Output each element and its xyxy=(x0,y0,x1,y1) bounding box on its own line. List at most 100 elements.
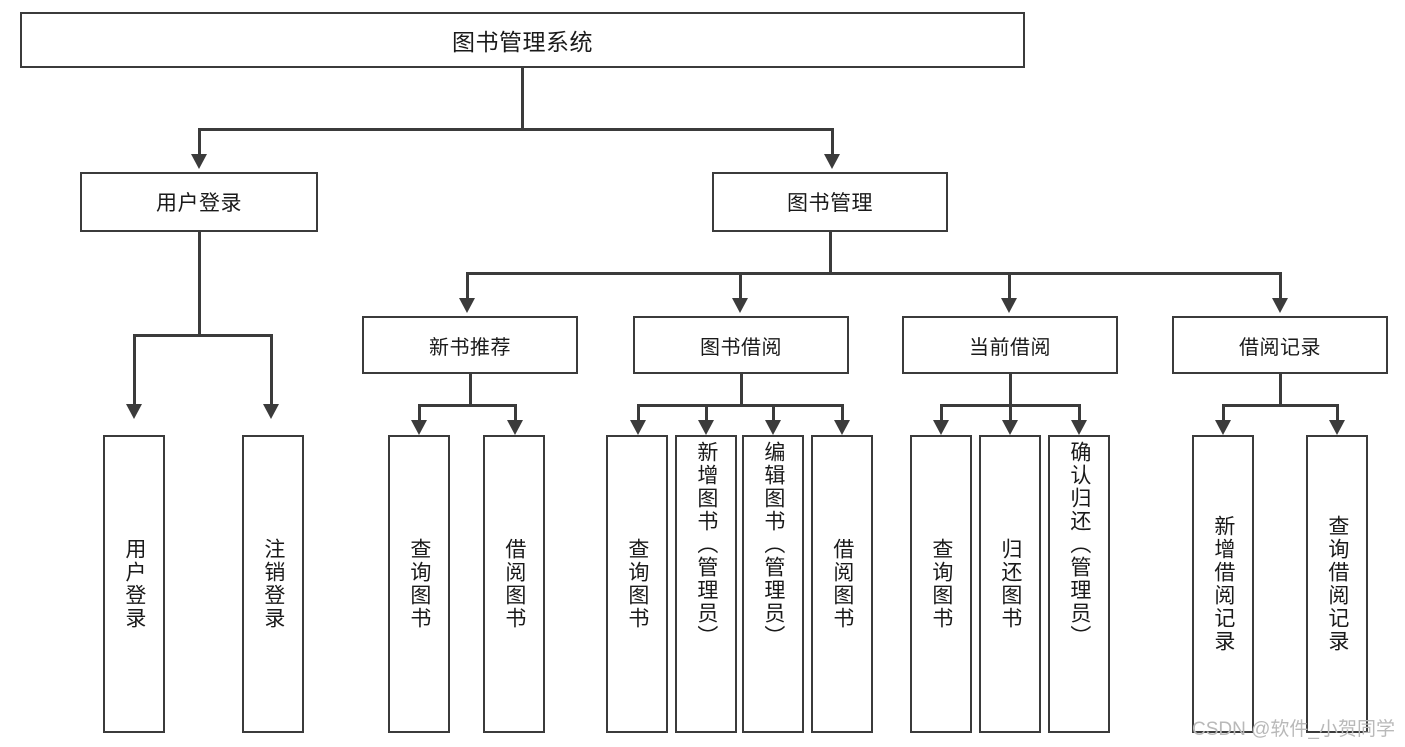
connector-root-to-login xyxy=(198,128,201,156)
connector-bookborrow-to-l1 xyxy=(637,404,640,422)
connector-login-bus xyxy=(133,334,270,337)
connector-bookborrow-bus xyxy=(637,404,843,407)
connector-newbook-to-l2 xyxy=(514,404,517,422)
node-book-management-label: 图书管理 xyxy=(787,192,873,215)
arrowhead-bookmgmt-to-c1 xyxy=(459,298,475,313)
leaf-currentborrow-confirm-return-label: 确认归还（管理员） xyxy=(1067,441,1091,648)
node-new-book-recommend[interactable]: 新书推荐 xyxy=(362,316,578,374)
arrowhead-currentborrow-to-l1 xyxy=(933,420,949,435)
node-book-management[interactable]: 图书管理 xyxy=(712,172,948,232)
leaf-newbook-query-book-label: 查询图书 xyxy=(407,538,431,630)
node-borrow-record[interactable]: 借阅记录 xyxy=(1172,316,1388,374)
leaf-currentborrow-query-book-inner: 查询图书 xyxy=(912,437,970,731)
arrowhead-bookborrow-to-l2 xyxy=(698,420,714,435)
leaf-currentborrow-return-book-inner: 归还图书 xyxy=(981,437,1039,731)
csdn-watermark: CSDN @软件_小贺同学 xyxy=(1192,714,1395,741)
connector-borrowrecord-to-l2 xyxy=(1336,404,1339,422)
csdn-watermark-text: CSDN @软件_小贺同学 xyxy=(1192,719,1395,740)
connector-bookmgmt-to-c2 xyxy=(739,272,742,300)
connector-currentborrow-to-l3 xyxy=(1078,404,1081,422)
arrowhead-bookborrow-to-l4 xyxy=(834,420,850,435)
arrowhead-bookmgmt-to-c3 xyxy=(1001,298,1017,313)
leaf-user-login-inner: 用户登录 xyxy=(105,437,163,731)
leaf-newbook-query-book-inner: 查询图书 xyxy=(390,437,448,731)
arrowhead-bookborrow-to-l1 xyxy=(630,420,646,435)
leaf-logout-inner: 注销登录 xyxy=(244,437,302,731)
connector-bookmgmt-to-c1 xyxy=(466,272,469,300)
node-book-borrow[interactable]: 图书借阅 xyxy=(633,316,849,374)
node-new-book-recommend-label: 新书推荐 xyxy=(429,336,511,359)
leaf-newbook-borrow-book[interactable]: 借阅图书 xyxy=(483,435,545,733)
leaf-bookborrow-add-book[interactable]: 新增图书（管理员） xyxy=(675,435,737,733)
node-current-borrow[interactable]: 当前借阅 xyxy=(902,316,1118,374)
leaf-bookborrow-edit-book-inner: 编辑图书（管理员） xyxy=(744,437,802,735)
arrowhead-bookmgmt-to-c2 xyxy=(732,298,748,313)
leaf-currentborrow-return-book[interactable]: 归还图书 xyxy=(979,435,1041,733)
arrowhead-borrowrecord-to-l2 xyxy=(1329,420,1345,435)
arrowhead-login-to-leaf2 xyxy=(263,404,279,419)
arrowhead-currentborrow-to-l3 xyxy=(1071,420,1087,435)
leaf-borrowrecord-add-record[interactable]: 新增借阅记录 xyxy=(1192,435,1254,733)
connector-currentborrow-to-l2 xyxy=(1009,404,1012,422)
arrowhead-newbook-to-l1 xyxy=(411,420,427,435)
leaf-bookborrow-add-book-label: 新增图书（管理员） xyxy=(694,441,718,648)
leaf-borrowrecord-add-record-label: 新增借阅记录 xyxy=(1211,515,1235,653)
leaf-bookborrow-add-book-inner: 新增图书（管理员） xyxy=(677,437,735,735)
arrowhead-root-to-bookmgmt xyxy=(824,154,840,169)
arrowhead-login-to-leaf1 xyxy=(126,404,142,419)
arrowhead-borrowrecord-to-l1 xyxy=(1215,420,1231,435)
leaf-bookborrow-query-book[interactable]: 查询图书 xyxy=(606,435,668,733)
arrowhead-currentborrow-to-l2 xyxy=(1002,420,1018,435)
connector-bookmgmt-to-c3 xyxy=(1008,272,1011,300)
arrowhead-root-to-login xyxy=(191,154,207,169)
arrowhead-bookmgmt-to-c4 xyxy=(1272,298,1288,313)
leaf-bookborrow-query-book-inner: 查询图书 xyxy=(608,437,666,731)
node-root-label: 图书管理系统 xyxy=(452,29,593,55)
leaf-user-login[interactable]: 用户登录 xyxy=(103,435,165,733)
node-borrow-record-label: 借阅记录 xyxy=(1239,336,1321,359)
leaf-newbook-borrow-book-label: 借阅图书 xyxy=(502,538,526,630)
leaf-currentborrow-query-book[interactable]: 查询图书 xyxy=(910,435,972,733)
node-current-borrow-label: 当前借阅 xyxy=(969,336,1051,359)
leaf-bookborrow-edit-book[interactable]: 编辑图书（管理员） xyxy=(742,435,804,733)
connector-currentborrow-stem xyxy=(1009,374,1012,406)
connector-root-to-bookmgmt xyxy=(831,128,834,156)
connector-login-to-leaf2 xyxy=(270,334,273,406)
node-book-borrow-label: 图书借阅 xyxy=(700,336,782,359)
node-root-system[interactable]: 图书管理系统 xyxy=(20,12,1025,68)
leaf-currentborrow-confirm-return[interactable]: 确认归还（管理员） xyxy=(1048,435,1110,733)
connector-login-stem xyxy=(198,232,201,336)
leaf-bookborrow-borrow-book[interactable]: 借阅图书 xyxy=(811,435,873,733)
leaf-bookborrow-query-book-label: 查询图书 xyxy=(625,538,649,630)
connector-bookborrow-stem xyxy=(740,374,743,406)
node-user-login-label: 用户登录 xyxy=(156,192,242,215)
leaf-bookborrow-borrow-book-label: 借阅图书 xyxy=(830,538,854,630)
leaf-borrowrecord-add-record-inner: 新增借阅记录 xyxy=(1194,437,1252,731)
connector-newbook-to-l1 xyxy=(418,404,421,422)
connector-root-stem xyxy=(521,68,524,130)
connector-bookmgmt-to-c4 xyxy=(1279,272,1282,300)
leaf-currentborrow-confirm-return-inner: 确认归还（管理员） xyxy=(1050,437,1108,735)
leaf-logout[interactable]: 注销登录 xyxy=(242,435,304,733)
connector-root-bus xyxy=(198,128,833,131)
connector-login-to-leaf1 xyxy=(133,334,136,406)
connector-newbook-bus xyxy=(418,404,516,407)
connector-newbook-stem xyxy=(469,374,472,406)
connector-bookborrow-to-l3 xyxy=(772,404,775,422)
leaf-borrowrecord-query-record-label: 查询借阅记录 xyxy=(1325,515,1349,653)
leaf-logout-label: 注销登录 xyxy=(261,538,285,630)
connector-borrowrecord-bus xyxy=(1222,404,1336,407)
leaf-currentborrow-return-book-label: 归还图书 xyxy=(998,538,1022,630)
arrowhead-bookborrow-to-l3 xyxy=(765,420,781,435)
leaf-bookborrow-edit-book-label: 编辑图书（管理员） xyxy=(761,441,785,648)
leaf-newbook-query-book[interactable]: 查询图书 xyxy=(388,435,450,733)
leaf-bookborrow-borrow-book-inner: 借阅图书 xyxy=(813,437,871,731)
node-user-login[interactable]: 用户登录 xyxy=(80,172,318,232)
leaf-borrowrecord-query-record[interactable]: 查询借阅记录 xyxy=(1306,435,1368,733)
connector-currentborrow-to-l1 xyxy=(940,404,943,422)
connector-bookborrow-to-l2 xyxy=(705,404,708,422)
connector-borrowrecord-to-l1 xyxy=(1222,404,1225,422)
leaf-borrowrecord-query-record-inner: 查询借阅记录 xyxy=(1308,437,1366,731)
arrowhead-newbook-to-l2 xyxy=(507,420,523,435)
